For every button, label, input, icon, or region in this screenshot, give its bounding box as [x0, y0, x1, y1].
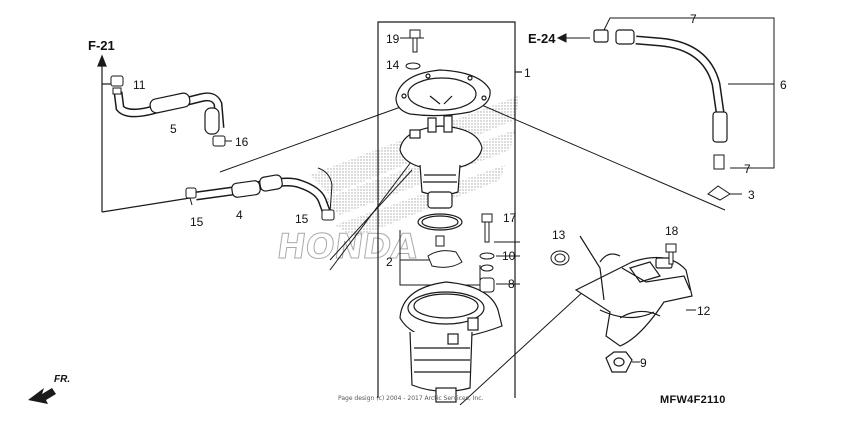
nut-9: [605, 351, 633, 373]
callout-3: 3: [748, 188, 755, 202]
hose-4: [195, 167, 333, 218]
copyright-watermark: Page design (c) 2004 - 2017 Arctic Servi…: [338, 395, 484, 402]
callout-14: 14: [386, 58, 400, 72]
bracket-part-1: [377, 21, 522, 398]
front-arrow: [28, 388, 56, 404]
washer-14: [405, 62, 421, 70]
callout-16: 16: [235, 135, 249, 149]
clip-3: [707, 185, 742, 201]
f21-bracket: [97, 54, 191, 213]
callout-2: 2: [386, 255, 393, 269]
callout-15-left: 15: [190, 215, 204, 229]
callout-17: 17: [503, 211, 517, 225]
callout-15-right: 15: [295, 212, 309, 226]
e24-ref: E-24: [528, 31, 556, 46]
callout-19: 19: [386, 32, 400, 46]
callout-9: 9: [640, 356, 647, 370]
callout-11: 11: [133, 78, 146, 92]
callout-ticks: [400, 37, 696, 363]
strainer-2: [427, 235, 463, 268]
bracket-12: [574, 235, 693, 347]
callout-7-lower: 7: [744, 162, 751, 176]
bracket-part-6: [603, 17, 775, 169]
clip-7-lower: [713, 154, 725, 170]
grommet-10: [479, 252, 495, 272]
callout-18: 18: [665, 224, 679, 238]
hose-5: [113, 91, 225, 135]
front-label: FR.: [54, 374, 71, 385]
callout-12: 12: [697, 304, 711, 318]
bolt-19: [409, 29, 421, 53]
clamp-15-right: [321, 209, 335, 221]
callout-6: 6: [780, 78, 787, 92]
diagram-code: MFW4F2110: [660, 394, 726, 406]
o-ring: [417, 213, 463, 231]
e24-arrow: [556, 33, 590, 43]
callout-5: 5: [170, 122, 177, 136]
clamp-15-left: [185, 187, 197, 206]
clamp-16: [212, 135, 232, 147]
callout-8: 8: [508, 277, 515, 291]
callout-7-upper: 7: [690, 12, 697, 26]
callout-13: 13: [552, 228, 566, 242]
fuel-pump-top: [399, 115, 483, 209]
callout-10: 10: [502, 249, 516, 263]
grommet-13: [550, 250, 570, 266]
collar-8: [479, 277, 495, 293]
fuel-hose-6: [593, 29, 728, 143]
clamp-11: [110, 75, 124, 95]
bolt-17: [481, 213, 493, 243]
pump-flange-plate: [395, 69, 491, 117]
callout-4: 4: [236, 208, 243, 222]
fuel-pump-canister: [399, 281, 503, 403]
callout-1: 1: [524, 66, 531, 80]
f21-ref: F-21: [88, 38, 115, 53]
bolt-18: [665, 243, 677, 265]
